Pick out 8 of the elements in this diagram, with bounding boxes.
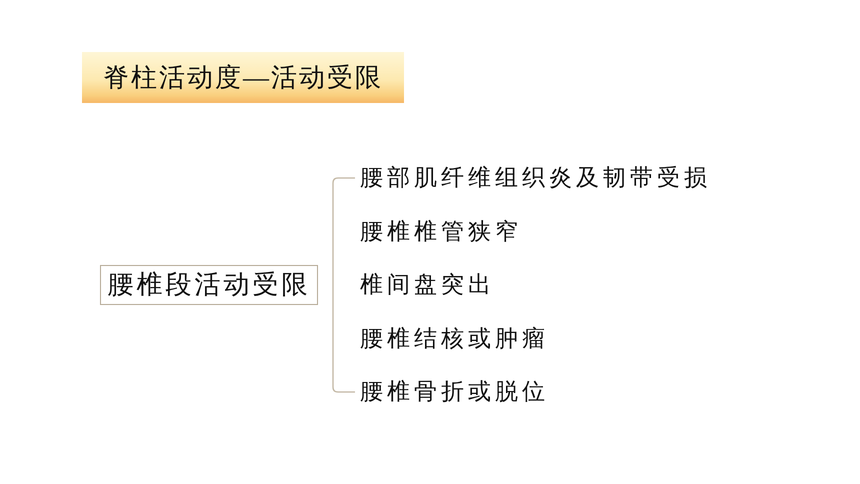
node-text: 腰椎段活动受限	[108, 270, 310, 300]
cause-text: 腰椎骨折或脱位	[360, 378, 549, 406]
title-banner: 脊柱活动度—活动受限	[82, 52, 404, 103]
cause-text: 腰椎结核或肿瘤	[360, 325, 549, 352]
cause-text: 椎间盘突出	[360, 272, 495, 298]
process-box	[100, 265, 318, 305]
cause-text: 腰椎椎管狭窄	[360, 218, 522, 245]
cause-text: 腰部肌纤维组织炎及韧带受损	[360, 164, 711, 192]
